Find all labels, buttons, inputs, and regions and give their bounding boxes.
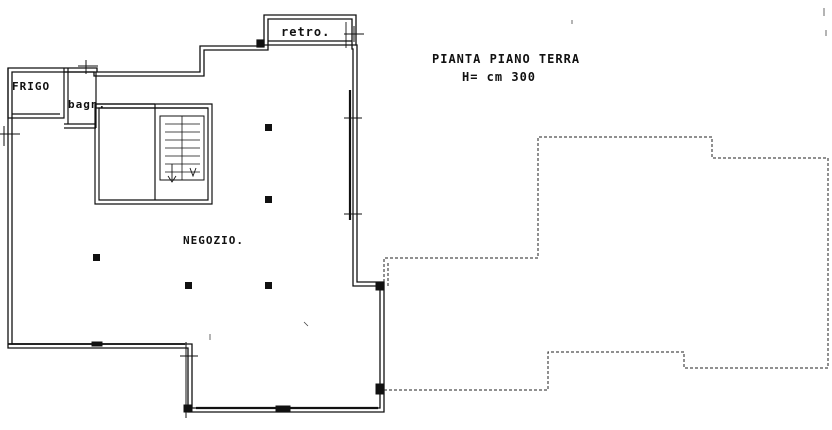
construction-marks (209, 8, 827, 340)
room-label-fridge: FRIGO (12, 80, 51, 93)
wall-openings (0, 26, 385, 418)
pillars (93, 124, 272, 289)
pillar (265, 196, 272, 203)
pillar (93, 254, 100, 261)
room-label-bathroom: bagn. (68, 98, 107, 111)
retro-room-walls (256, 22, 356, 48)
adjacent-area-outline (383, 136, 829, 391)
ceiling-height-note: H= cm 300 (462, 70, 537, 84)
room-label-back: retro. (281, 25, 331, 39)
drawing-title: PIANTA PIANO TERRA (432, 52, 581, 66)
pillar (265, 124, 272, 131)
room-label-shop: NEGOZIO. (183, 234, 244, 247)
pillar (185, 282, 192, 289)
stair-block (94, 103, 213, 205)
frigo-room-walls (7, 68, 97, 128)
pillar (265, 282, 272, 289)
